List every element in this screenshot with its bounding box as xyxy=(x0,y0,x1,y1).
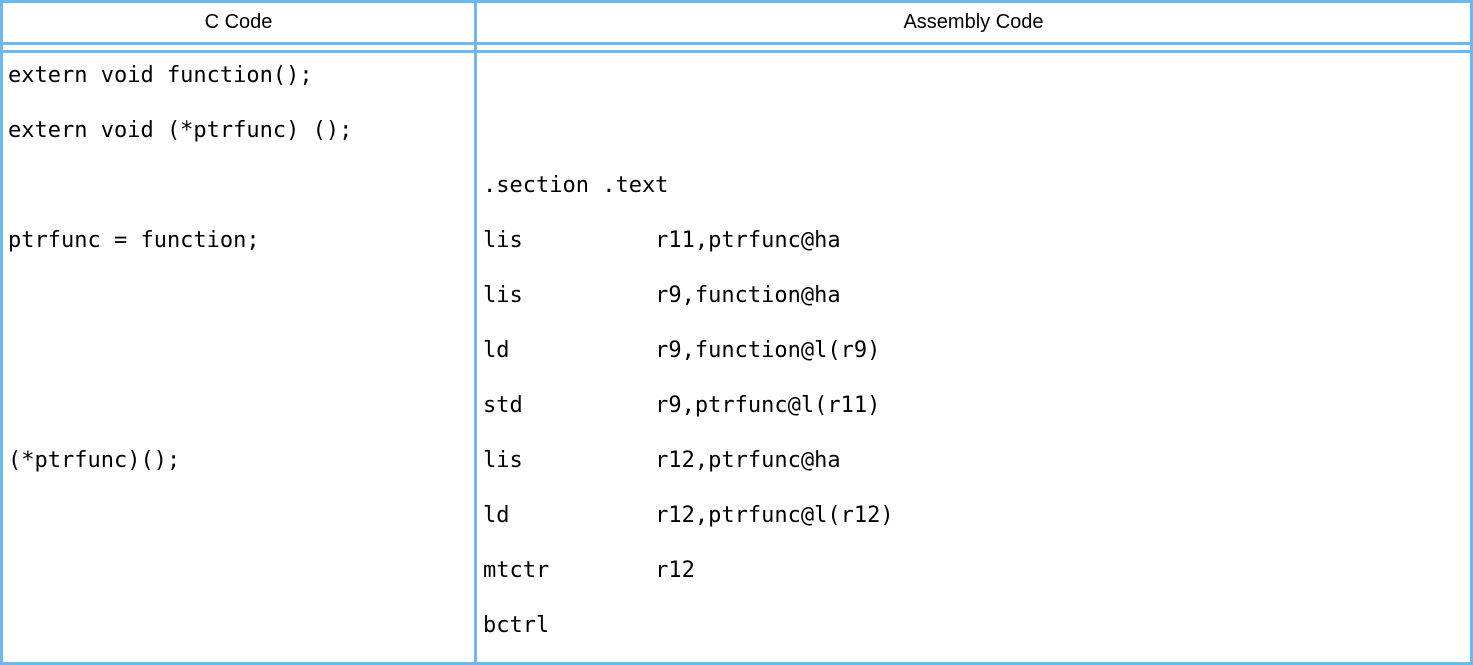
assembly-code-cell: .section .text lis r11,ptrfunc@ha lis r9… xyxy=(477,53,1470,662)
c-code-cell: extern void function(); extern void (*pt… xyxy=(3,53,477,662)
assembly-code-line: std r9,ptrfunc@l(r11) xyxy=(483,393,881,418)
header-double-rule-right xyxy=(477,45,1470,53)
c-code-line: ptrfunc = function; xyxy=(8,228,260,253)
c-code-line xyxy=(8,378,474,433)
c-code-line xyxy=(8,158,474,213)
assembly-code-line: ld r9,function@l(r9) xyxy=(483,338,881,363)
assembly-code-line: .section .text xyxy=(483,173,669,198)
assembly-code-line: lis r11,ptrfunc@ha xyxy=(483,228,841,253)
assembly-header-label: Assembly Code xyxy=(903,11,1044,33)
assembly-code-line: lis r9,function@ha xyxy=(483,283,841,308)
c-code-line xyxy=(8,598,474,653)
assembly-code-line xyxy=(483,53,1470,103)
c-code-line: extern void (*ptrfunc) (); xyxy=(8,118,353,143)
column-header-assembly-code: Assembly Code xyxy=(477,3,1470,45)
header-double-rule-left xyxy=(3,45,477,53)
column-header-c-code: C Code xyxy=(3,3,477,45)
c-code-line xyxy=(8,268,474,323)
assembly-code-line: bctrl xyxy=(483,613,550,638)
c-code-line xyxy=(8,323,474,378)
assembly-code-line: lis r12,ptrfunc@ha xyxy=(483,448,841,473)
assembly-code-line: mtctr r12 xyxy=(483,558,695,583)
c-code-line xyxy=(8,488,474,543)
assembly-code-line xyxy=(483,103,1470,158)
assembly-code-line: ld r12,ptrfunc@l(r12) xyxy=(483,503,894,528)
c-code-header-label: C Code xyxy=(204,11,273,33)
c-code-block: extern void function(); extern void (*pt… xyxy=(8,53,474,653)
c-code-line: (*ptrfunc)(); xyxy=(8,448,181,473)
assembly-code-block: .section .text lis r11,ptrfunc@ha lis r9… xyxy=(483,53,1470,653)
c-code-line xyxy=(8,543,474,598)
c-code-line: extern void function(); xyxy=(8,63,313,88)
